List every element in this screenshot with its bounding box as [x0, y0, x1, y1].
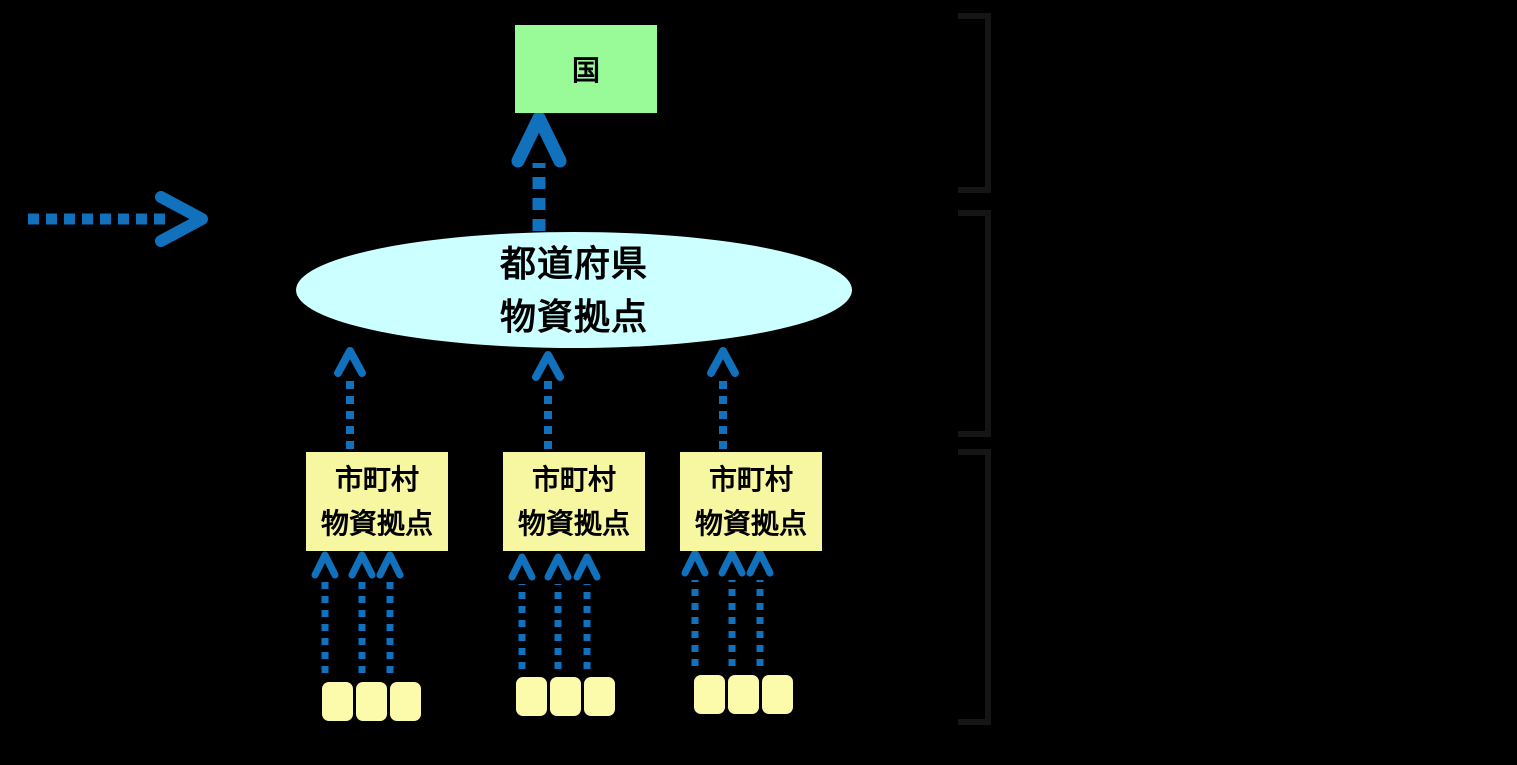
- supplier-square: [762, 675, 793, 714]
- municipal-label-line1: 市町村: [334, 463, 419, 495]
- municipal-label-line1: 市町村: [531, 463, 616, 495]
- municipal-supply-base-box: 市町村 物資拠点: [503, 452, 645, 551]
- prefecture-label-line1: 都道府県: [499, 243, 648, 284]
- municipal-to-prefecture-arrow-icon-1: [532, 351, 564, 449]
- municipal-supply-base-box: 市町村 物資拠点: [306, 452, 448, 551]
- municipal-to-prefecture-arrow-icon-0: [334, 347, 366, 449]
- municipal-to-prefecture-arrow-icon-2: [707, 347, 739, 449]
- supplier-to-municipal-arrows-icon-0: [311, 551, 404, 673]
- prefecture-supply-base-ellipse: 都道府県 物資拠点: [296, 232, 852, 348]
- prefecture-to-national-arrow-icon: [511, 111, 567, 231]
- supplier-square: [584, 677, 615, 716]
- municipal-label-line2: 物資拠点: [517, 507, 630, 539]
- legend-flow-arrow-icon: [28, 191, 208, 247]
- supplier-square: [516, 677, 547, 716]
- supplier-to-municipal-arrows-icon-1: [508, 553, 601, 669]
- supplier-to-municipal-arrows-icon-2: [681, 549, 774, 666]
- supplier-square: [356, 682, 387, 721]
- supplier-square: [550, 677, 581, 716]
- supplier-square: [322, 682, 353, 721]
- municipal-label-line1: 市町村: [708, 463, 793, 495]
- supplier-square: [728, 675, 759, 714]
- supplier-square: [694, 675, 725, 714]
- national-government-label: 国: [571, 55, 600, 86]
- municipal-label-line2: 物資拠点: [320, 507, 433, 539]
- municipal-label-line2: 物資拠点: [694, 507, 807, 539]
- prefecture-label-line2: 物資拠点: [499, 296, 648, 337]
- national-government-box: 国: [515, 25, 657, 113]
- level-bracket-national-icon: [958, 13, 991, 193]
- level-bracket-municipal-icon: [958, 449, 991, 725]
- municipal-supply-base-box: 市町村 物資拠点: [680, 452, 822, 551]
- level-bracket-prefecture-icon: [958, 210, 991, 437]
- supplier-square: [390, 682, 421, 721]
